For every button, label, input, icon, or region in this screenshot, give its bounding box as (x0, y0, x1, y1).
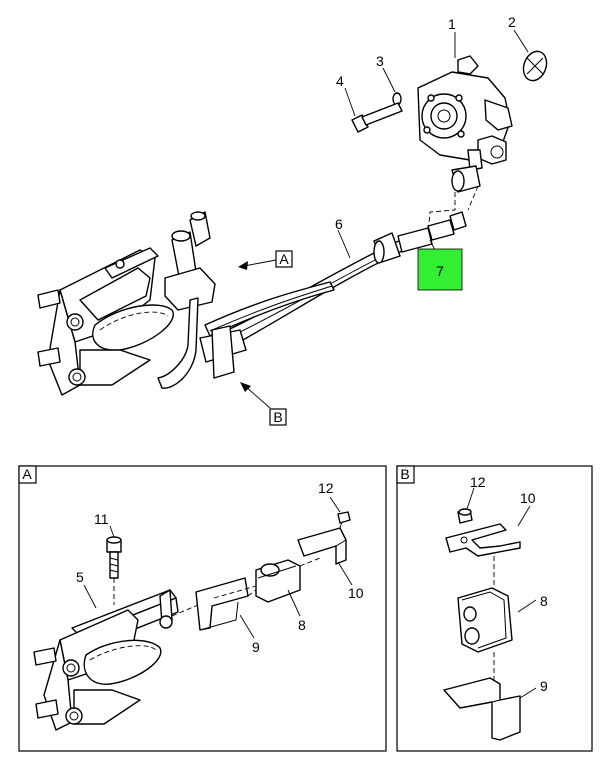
pump-assembly (417, 55, 513, 171)
callout-7: 7 (436, 263, 444, 279)
view-a-callout-10: 10 (348, 585, 364, 601)
view-b-tag: B (400, 466, 409, 482)
mounting-bracket-assembly (37, 211, 247, 396)
view-a-callout-12: 12 (318, 480, 334, 496)
detail-view-a: A (18, 465, 387, 752)
callout-4: 4 (336, 73, 344, 89)
view-ref-b[interactable]: B (240, 382, 287, 426)
view-b-callout-10: 10 (520, 490, 536, 506)
view-a-callout-11: 11 (94, 511, 109, 527)
pump-outlet-fitting (427, 165, 481, 237)
bolt-and-washer (344, 32, 456, 133)
view-ref-a[interactable]: A (238, 250, 293, 270)
view-ref-a-label: A (279, 251, 289, 267)
plug-cap (513, 29, 548, 82)
view-a-callout-8: 8 (298, 617, 306, 633)
callout-3: 3 (376, 53, 384, 69)
callout-6: 6 (335, 216, 343, 232)
view-a-callout-9: 9 (252, 639, 260, 655)
view-b-callout-8: 8 (540, 593, 548, 609)
highlighted-part-callout[interactable]: 7 (417, 248, 463, 291)
detail-view-b: B 12 10 8 9 (396, 465, 593, 752)
view-a-tag: A (22, 466, 32, 482)
view-b-callout-9: 9 (540, 678, 548, 694)
view-ref-b-label: B (273, 409, 282, 425)
view-a-callout-5: 5 (76, 569, 84, 585)
view-b-callout-12: 12 (470, 474, 486, 490)
callout-1: 1 (448, 16, 456, 32)
callout-2: 2 (508, 14, 516, 30)
cable-lower (204, 281, 335, 337)
